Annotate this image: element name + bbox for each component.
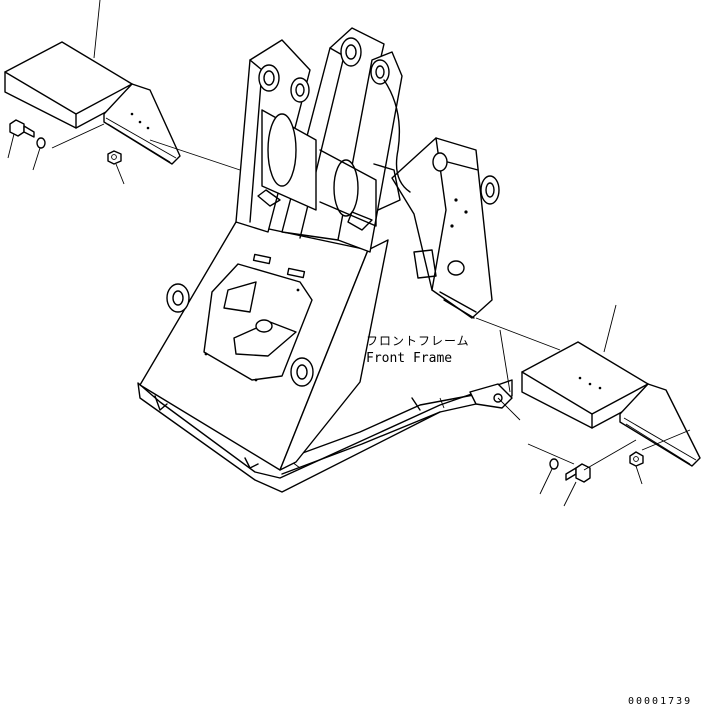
right-leader-top xyxy=(603,304,617,353)
left-bolt xyxy=(7,119,35,159)
left-nut xyxy=(107,150,125,185)
frame-label-en: Front Frame xyxy=(366,351,452,366)
front-frame xyxy=(137,27,513,493)
right-nut xyxy=(629,451,644,485)
left-step-cover xyxy=(4,41,181,165)
right-assembly-line xyxy=(475,317,561,421)
right-step-cover xyxy=(521,341,701,467)
left-assembly-line xyxy=(51,123,241,171)
drawing-code: 00001739 xyxy=(628,696,692,707)
left-leader-top xyxy=(93,0,101,59)
right-bolt xyxy=(563,463,591,507)
left-washer xyxy=(32,137,46,171)
frame-label-jp: フロントフレーム xyxy=(366,334,470,348)
right-washer xyxy=(539,458,559,495)
